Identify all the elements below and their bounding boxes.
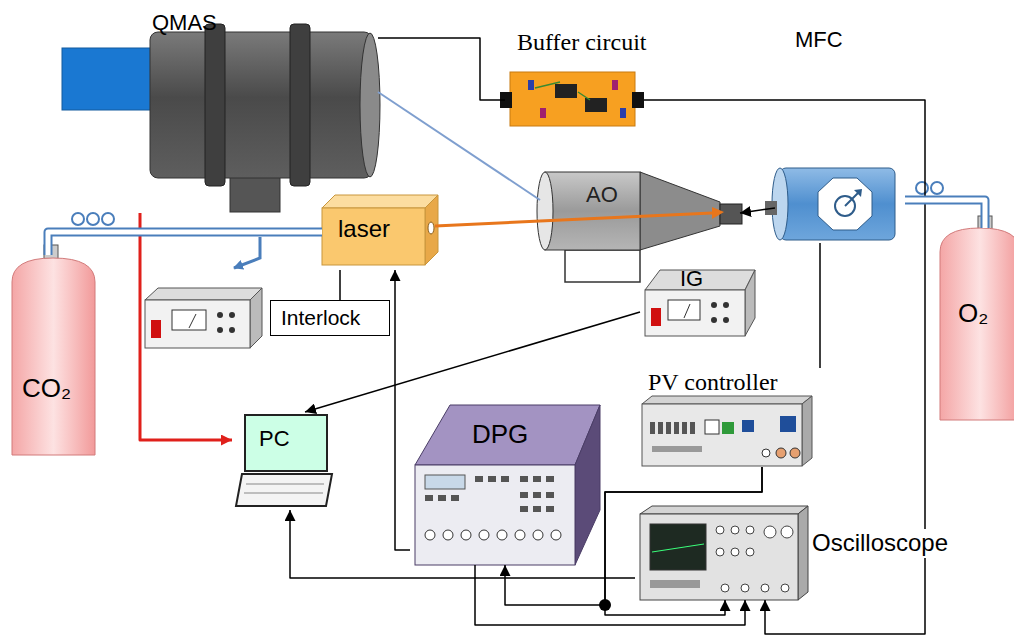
node-label: laser xyxy=(338,215,390,244)
pipe-bore xyxy=(48,232,322,255)
connector-line xyxy=(378,92,540,200)
connector-line xyxy=(435,221,540,226)
pc-node: PC xyxy=(232,412,330,510)
co2-cylinder: CO₂ xyxy=(12,255,95,455)
node-label: Oscilloscope xyxy=(809,529,951,558)
laser-node: laser xyxy=(322,195,435,270)
connector-line xyxy=(819,243,821,368)
node-label: DPG xyxy=(472,419,528,450)
signal-line xyxy=(435,221,540,226)
node-label: Interlock xyxy=(281,305,360,330)
node-label: AO xyxy=(586,182,618,208)
signal-line xyxy=(290,510,635,578)
node-label: MFC xyxy=(795,27,843,53)
connector-line xyxy=(740,208,775,213)
connector-line xyxy=(395,270,410,550)
signal-line xyxy=(740,208,775,213)
node-label: QMAS xyxy=(152,10,217,36)
node-label: PV controller xyxy=(648,368,778,397)
signal-line xyxy=(395,270,410,550)
node-label: Buffer circuit xyxy=(517,28,647,57)
gas-pipe xyxy=(905,200,985,228)
dpg-node: DPG xyxy=(410,405,600,565)
ig-node: IG xyxy=(640,262,755,337)
signal-line xyxy=(140,213,232,440)
signal-line xyxy=(605,467,762,615)
interlock-box: Interlock xyxy=(270,300,390,336)
connector-line xyxy=(140,213,232,440)
node-label: O₂ xyxy=(958,298,988,329)
connector-line xyxy=(505,467,762,605)
connector-line xyxy=(290,510,635,578)
gas-pipe xyxy=(48,232,322,255)
qmas-node: QMAS xyxy=(60,8,378,213)
signal-line xyxy=(378,92,540,200)
signal-line xyxy=(475,565,745,625)
pv-controller-node: PV controller xyxy=(640,368,852,467)
signal-line xyxy=(820,243,821,368)
signal-line xyxy=(340,270,341,300)
connector-line xyxy=(339,270,341,300)
signal-line xyxy=(378,38,505,100)
pipe-bore xyxy=(905,200,985,228)
connector-line xyxy=(378,38,505,100)
signal-line xyxy=(505,467,762,605)
buffer-circuit-node: Buffer circuit xyxy=(505,28,700,128)
connector-line xyxy=(905,200,985,228)
node-label: PC xyxy=(259,426,290,452)
oscilloscope-node: Oscilloscope xyxy=(635,505,985,600)
ao-node: AO xyxy=(540,168,740,255)
node-label: CO₂ xyxy=(22,373,71,404)
node-label: IG xyxy=(680,266,703,292)
mfc-node: MFC xyxy=(775,25,905,243)
connector-line xyxy=(605,467,762,615)
o2-cylinder: O₂ xyxy=(940,228,1014,420)
connector-line xyxy=(475,565,745,625)
connector-line xyxy=(48,232,322,255)
